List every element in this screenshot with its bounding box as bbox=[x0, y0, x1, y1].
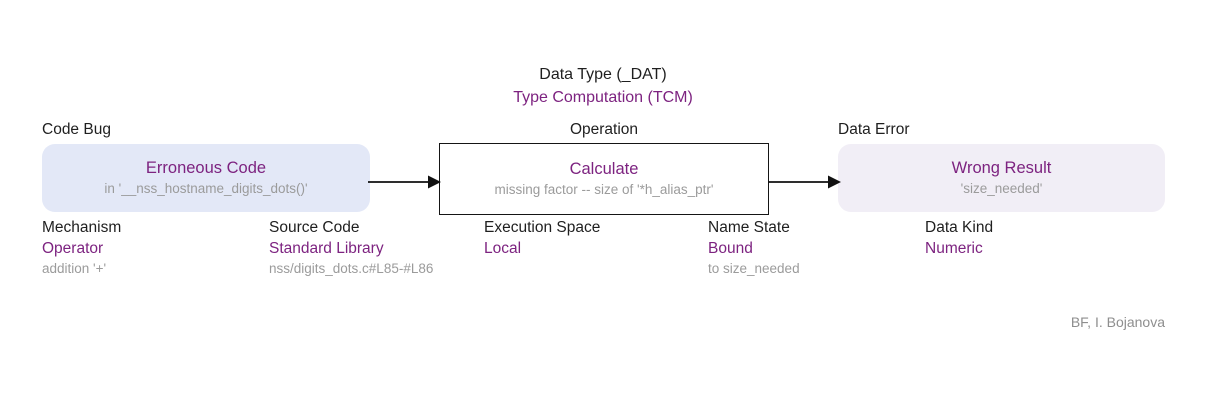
attribute-execution-space: Execution Space Local bbox=[484, 217, 724, 259]
node-erroneous-code-subtitle: in '__nss_hostname_digits_dots()' bbox=[104, 181, 308, 196]
header-type-computation: Type Computation (TCM) bbox=[513, 89, 693, 106]
attribute-source-code-value: Standard Library bbox=[269, 240, 384, 257]
node-calculate-subtitle: missing factor -- size of '*h_alias_ptr' bbox=[494, 182, 714, 197]
diagram-header: Data Type (_DAT) Type Computation (TCM) bbox=[363, 63, 843, 109]
node-wrong-result-subtitle: 'size_needed' bbox=[960, 181, 1043, 196]
attribute-source-code-name: Source Code bbox=[269, 219, 360, 236]
attribute-data-kind: Data Kind Numeric bbox=[925, 217, 1165, 259]
attribute-mechanism: Mechanism Operator addition '+' bbox=[42, 217, 282, 279]
arrow-code-bug-to-operation bbox=[368, 175, 441, 189]
arrow-operation-to-data-error bbox=[768, 175, 841, 189]
caption-operation: Operation bbox=[569, 121, 639, 138]
attribute-name-state-note: to size_needed bbox=[708, 261, 800, 276]
attribute-execution-space-name: Execution Space bbox=[484, 219, 601, 236]
header-data-type: Data Type (_DAT) bbox=[539, 66, 667, 83]
node-erroneous-code[interactable]: Erroneous Code in '__nss_hostname_digits… bbox=[42, 144, 370, 212]
caption-data-error: Data Error bbox=[838, 121, 910, 138]
attribute-mechanism-note: addition '+' bbox=[42, 261, 107, 276]
attribute-name-state-name: Name State bbox=[708, 219, 790, 236]
attribute-data-kind-value: Numeric bbox=[925, 240, 983, 257]
attribute-source-code: Source Code Standard Library nss/digits_… bbox=[269, 217, 509, 279]
node-erroneous-code-title: Erroneous Code bbox=[145, 159, 267, 177]
attribute-execution-space-value: Local bbox=[484, 240, 522, 257]
attribute-mechanism-name: Mechanism bbox=[42, 219, 122, 236]
node-wrong-result-title: Wrong Result bbox=[951, 159, 1052, 177]
attribute-name-state: Name State Bound to size_needed bbox=[708, 217, 948, 279]
node-wrong-result[interactable]: Wrong Result 'size_needed' bbox=[838, 144, 1165, 212]
attribute-mechanism-value: Operator bbox=[42, 240, 104, 257]
footer-credit: BF, I. Bojanova bbox=[1070, 314, 1165, 330]
attribute-source-code-note: nss/digits_dots.c#L85-#L86 bbox=[269, 261, 434, 276]
node-calculate[interactable]: Calculate missing factor -- size of '*h_… bbox=[439, 143, 769, 215]
caption-code-bug: Code Bug bbox=[42, 121, 111, 138]
node-calculate-title: Calculate bbox=[569, 160, 639, 178]
attribute-name-state-value: Bound bbox=[708, 240, 753, 257]
attribute-data-kind-name: Data Kind bbox=[925, 219, 994, 236]
